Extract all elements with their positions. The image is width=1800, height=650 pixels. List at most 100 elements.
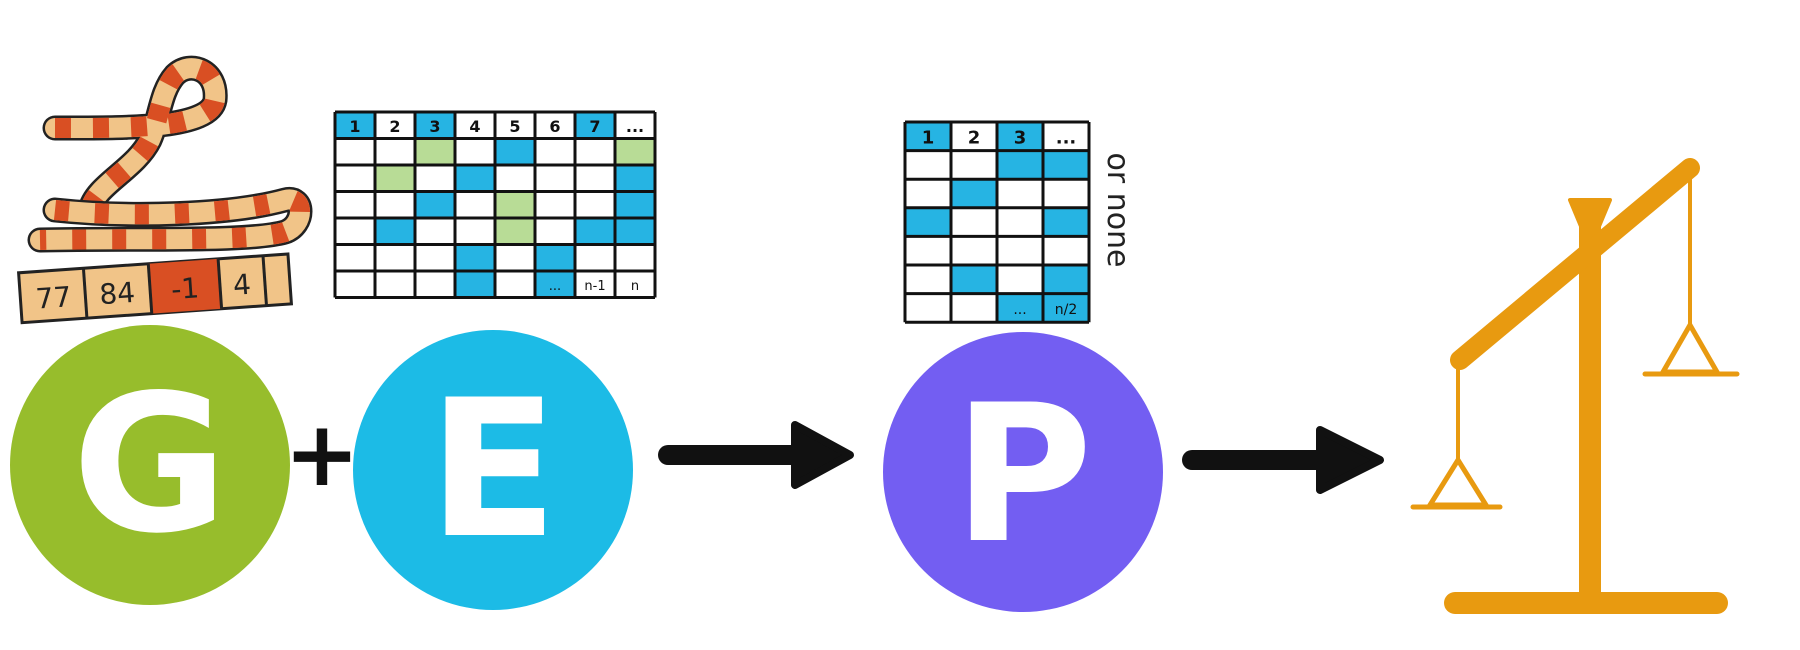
arrow-right-icon bbox=[658, 421, 854, 489]
genotype-circle bbox=[10, 325, 290, 605]
grid-footer-cell bbox=[905, 293, 951, 323]
grid-cell bbox=[575, 244, 615, 271]
grid-header-label: 3 bbox=[429, 117, 440, 136]
grid-cell bbox=[1043, 179, 1089, 208]
grid-cell bbox=[535, 165, 575, 192]
expression-letter: E bbox=[428, 359, 558, 580]
grid-cell bbox=[455, 244, 495, 271]
balance-scale-icon bbox=[1410, 158, 1740, 614]
grid-header-label: 2 bbox=[968, 127, 981, 148]
grid-header-cell bbox=[615, 112, 655, 139]
grid-cell bbox=[997, 150, 1043, 180]
grid-cell bbox=[375, 244, 415, 271]
genome-ribbon-icon: 77 84 -1 4 bbox=[16, 55, 313, 325]
grid-cell bbox=[1043, 150, 1089, 180]
grid-header-cell bbox=[455, 112, 495, 139]
grid-cell bbox=[1043, 207, 1089, 237]
grid-cell bbox=[375, 218, 415, 245]
grid-footer-cell bbox=[455, 271, 495, 298]
grid-cell bbox=[495, 165, 535, 192]
grid-cell bbox=[375, 138, 415, 165]
grid-cell bbox=[455, 218, 495, 245]
ribbon-upper-loop-fill bbox=[45, 58, 226, 220]
grid-cell bbox=[455, 138, 495, 165]
grid-cell bbox=[455, 191, 495, 218]
grid-cell bbox=[575, 191, 615, 218]
arrow-right-icon bbox=[1182, 426, 1384, 494]
grid-cell bbox=[905, 236, 951, 265]
grid-cell bbox=[335, 138, 375, 165]
grid-cell bbox=[335, 165, 375, 192]
grid-cell bbox=[375, 165, 415, 192]
grid-header-label: 5 bbox=[509, 117, 520, 136]
grid-cell bbox=[575, 165, 615, 192]
grid-header-label: 1 bbox=[349, 117, 360, 136]
grid-header-label: ... bbox=[1056, 127, 1077, 148]
genome-value: 4 bbox=[232, 268, 252, 302]
ribbon-upper-loop bbox=[42, 55, 228, 223]
grid-cell bbox=[415, 165, 455, 192]
grid-header-label: ... bbox=[626, 117, 644, 136]
grid-footer-cell bbox=[1043, 293, 1089, 323]
grid-footer-cell bbox=[997, 293, 1043, 323]
grid-footer-label: n/2 bbox=[1055, 302, 1078, 318]
grid-small-side-note: or none bbox=[1100, 152, 1135, 267]
grid-header-label: 3 bbox=[1014, 127, 1027, 148]
grid-header-cell bbox=[415, 112, 455, 139]
grid-cell bbox=[905, 207, 951, 237]
grid-cell bbox=[535, 244, 575, 271]
grid-cell bbox=[575, 138, 615, 165]
grid-cell bbox=[951, 179, 997, 208]
grid-header-label: 4 bbox=[469, 117, 480, 136]
grid-header-cell bbox=[575, 112, 615, 139]
grid-header-cell bbox=[997, 122, 1043, 151]
grid-cell bbox=[615, 191, 655, 218]
grid-cell bbox=[415, 138, 455, 165]
grid-header-cell bbox=[905, 122, 951, 151]
genome-value: -1 bbox=[170, 271, 200, 306]
grid-header-cell bbox=[495, 112, 535, 139]
grid-cell bbox=[415, 191, 455, 218]
grid-cell bbox=[905, 179, 951, 208]
grid-footer-label: n-1 bbox=[584, 279, 605, 294]
grid-cell bbox=[375, 191, 415, 218]
grid-header-cell bbox=[375, 112, 415, 139]
grid-footer-label: ... bbox=[549, 279, 561, 294]
genome-tape: 77 84 -1 4 bbox=[16, 252, 294, 325]
grid-header-label: 2 bbox=[389, 117, 400, 136]
expression-circle bbox=[353, 330, 633, 610]
grid-header-cell bbox=[951, 122, 997, 151]
phenotype-letter: P bbox=[953, 364, 1092, 585]
grid-cell bbox=[575, 218, 615, 245]
grid-footer-label: n bbox=[631, 279, 639, 294]
grid-cell bbox=[951, 236, 997, 265]
genome-value: 84 bbox=[98, 276, 136, 311]
grid-cell bbox=[535, 218, 575, 245]
grid-cell bbox=[495, 138, 535, 165]
grid-header-cell bbox=[535, 112, 575, 139]
grid-cell bbox=[951, 207, 997, 237]
grid-footer-cell bbox=[495, 271, 535, 298]
grid-cell bbox=[495, 218, 535, 245]
grid-header-cell bbox=[1043, 122, 1089, 151]
grid-footer-cell bbox=[535, 271, 575, 298]
grid-cell bbox=[335, 244, 375, 271]
grid-cell bbox=[335, 218, 375, 245]
grid-cell bbox=[615, 244, 655, 271]
grid-cell bbox=[415, 218, 455, 245]
grid-footer-cell bbox=[335, 271, 375, 298]
phenotype-circle bbox=[883, 332, 1163, 612]
ribbon-middle-stripes bbox=[39, 189, 310, 250]
grid-cell bbox=[997, 179, 1043, 208]
grid-cell bbox=[335, 191, 375, 218]
grid-header-label: 6 bbox=[549, 117, 560, 136]
grid-cell bbox=[535, 191, 575, 218]
grid-header-label: 7 bbox=[589, 117, 600, 136]
grid-cell bbox=[1043, 236, 1089, 265]
grid-footer-label: ... bbox=[1013, 302, 1026, 318]
expression-grid-large: 1 2 3 4 5 6 7...... n-1 n bbox=[333, 110, 657, 299]
grid-footer-cell bbox=[375, 271, 415, 298]
grid-cell bbox=[415, 244, 455, 271]
